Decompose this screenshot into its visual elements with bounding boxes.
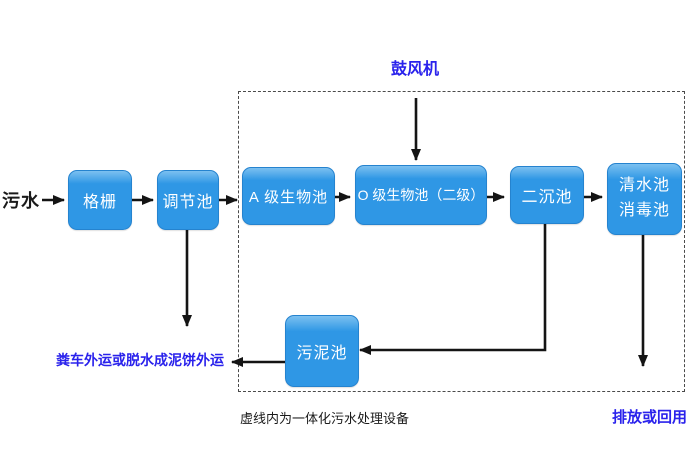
equipment-boundary-dashed-box	[238, 91, 685, 392]
node-sludge-tank: 污泥池	[285, 315, 359, 387]
boundary-caption: 虚线内为一体化污水处理设备	[240, 411, 410, 426]
node-secondary-sedimentation-tank: 二沉池	[510, 166, 584, 224]
clear-water-tank-text: 清水池 消毒池	[618, 177, 670, 219]
node-o-bio-tank: O 级生物池（二级）	[355, 165, 487, 225]
blower-label: 鼓风机	[391, 61, 440, 78]
sludge-disposal-label: 粪车外运或脱水成泥饼外运	[56, 352, 224, 368]
node-a-bio-tank: A 级生物池	[242, 167, 335, 225]
node-clear-water-disinfection-tank: 清水池 消毒池	[607, 163, 682, 235]
node-grid: 格栅	[68, 170, 132, 230]
discharge-label: 排放或回用	[612, 409, 688, 426]
node-regulating-tank: 调节池	[157, 170, 219, 230]
inlet-label: 污水	[2, 191, 40, 211]
